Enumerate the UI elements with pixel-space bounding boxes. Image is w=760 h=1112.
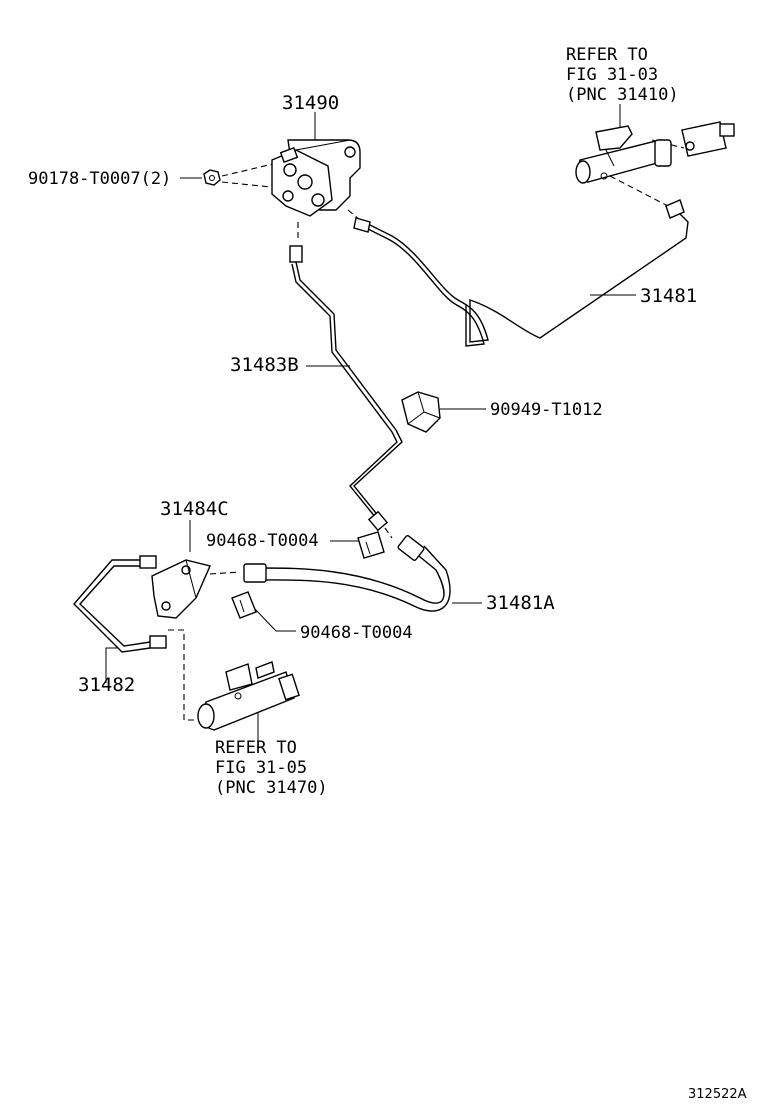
clip-90468-t0004-lower [231, 591, 257, 619]
label-31481a: 31481A [486, 592, 555, 614]
valve-assembly-31490 [271, 139, 361, 217]
label-90468-t0004-lower: 90468-T0004 [300, 623, 413, 643]
illustration-id: 312522A [688, 1087, 747, 1102]
tube-31483b [289, 245, 403, 532]
label-31481: 31481 [640, 285, 697, 307]
label-90949-t1012: 90949-T1012 [490, 400, 603, 420]
label-31483b: 31483B [230, 354, 299, 376]
clutch-master-cylinder [575, 121, 735, 184]
label-refer-top-line1: REFER TO [566, 45, 648, 65]
clip-90468-t0004-upper [357, 531, 385, 559]
label-refer-top-line3: (PNC 31410) [566, 85, 679, 105]
tube-31482 [73, 555, 167, 653]
label-refer-bottom-line1: REFER TO [215, 738, 297, 758]
clutch-release-cylinder [197, 661, 300, 731]
hose-31481a [243, 535, 451, 612]
label-31484c: 31484C [160, 498, 229, 520]
bolt-90178-t0007 [203, 169, 221, 186]
label-refer-bottom-line2: FIG 31-05 [215, 758, 307, 778]
label-90178-t0007: 90178-T0007(2) [28, 169, 171, 189]
tube-31481 [353, 199, 689, 347]
label-refer-bottom-line3: (PNC 31470) [215, 778, 328, 798]
label-31482: 31482 [78, 674, 135, 696]
label-refer-top-line2: FIG 31-03 [566, 65, 658, 85]
clamp-90949-t1012 [401, 391, 441, 433]
label-90468-t0004-upper: 90468-T0004 [206, 531, 319, 551]
leader-lines [105, 104, 636, 742]
bracket-31484c [151, 559, 211, 619]
label-31490: 31490 [282, 92, 339, 114]
